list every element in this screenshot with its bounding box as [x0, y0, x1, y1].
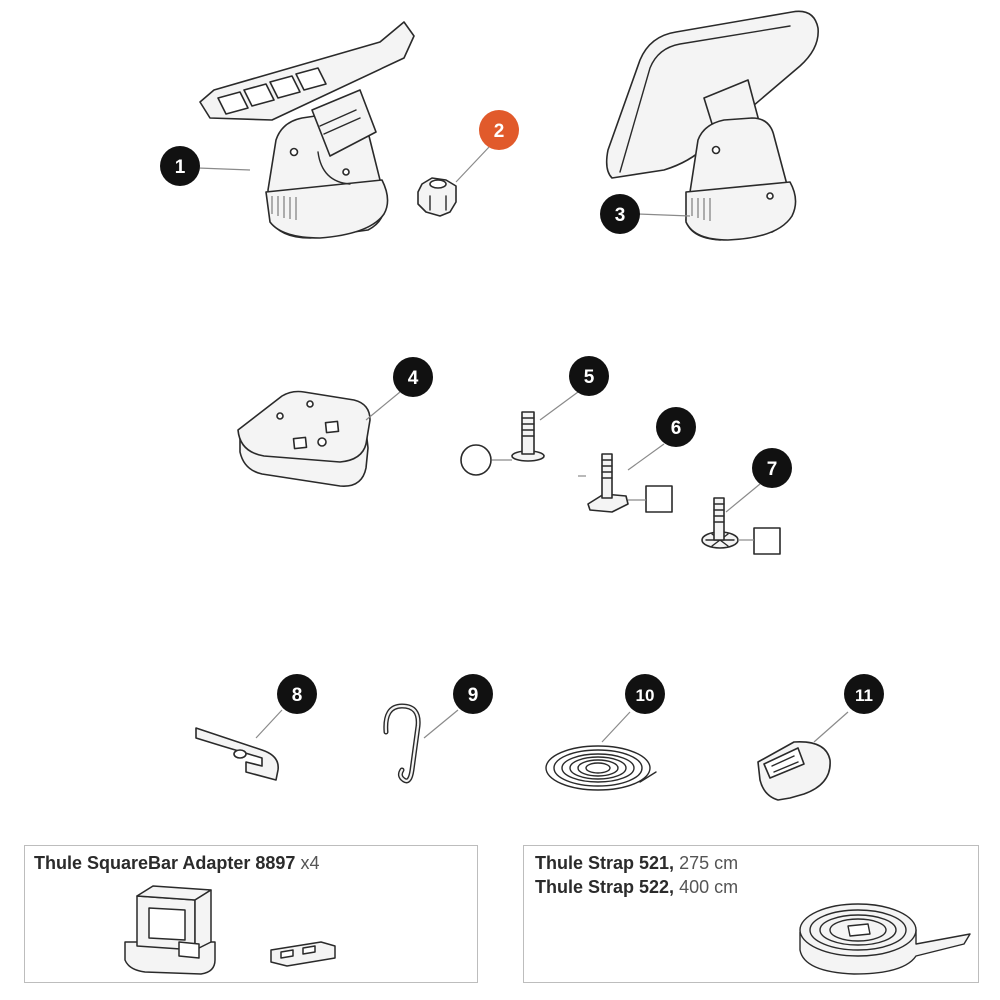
part-7-badge: 7 [752, 448, 792, 488]
part-9-number: 9 [468, 685, 479, 706]
part-6-number: 6 [671, 418, 682, 439]
part-8-number: 8 [292, 685, 303, 706]
part-5-badge-circle [569, 356, 609, 396]
strap-521-name: Thule Strap 521, [535, 853, 675, 873]
part-7-number: 7 [767, 459, 778, 480]
strap-roll-illustration [799, 903, 971, 975]
adapter-accessory-box: Thule SquareBar Adapter 8897 x4 [24, 845, 478, 983]
strap-521-length: 275 cm [679, 853, 739, 873]
part-10-badge-circle [625, 674, 665, 714]
part-3-pad-mount [605, 10, 819, 241]
part-6-t-bolt [587, 453, 673, 513]
strap-522-length: 400 cm [679, 877, 739, 897]
part-1-number: 1 [175, 157, 186, 178]
part-4-number: 4 [408, 368, 419, 389]
part-5-bolt [460, 411, 545, 476]
part-11-badge-circle [844, 674, 884, 714]
part-9-badge-circle [453, 674, 493, 714]
part-5-badge: 5 [569, 356, 609, 396]
adapter-quantity: x4 [300, 853, 320, 873]
part-4-base-plate [237, 390, 371, 487]
part-11-badge: 11 [844, 674, 884, 714]
part-10-number: 10 [636, 686, 655, 705]
adapter-title: Thule SquareBar Adapter 8897 x4 [34, 852, 319, 874]
part-6-badge-circle [656, 407, 696, 447]
part-11-buckle [757, 741, 831, 801]
part-8-badge: 8 [277, 674, 317, 714]
strap-accessory-box: Thule Strap 521, 275 cm Thule Strap 522,… [523, 845, 979, 983]
part-9-hook [383, 703, 421, 784]
part-3-number: 3 [615, 205, 626, 226]
part-6-badge: 6 [656, 407, 696, 447]
strap-521-line: Thule Strap 521, 275 cm [535, 852, 738, 874]
part-7-bolt [701, 497, 781, 555]
part-9-badge: 9 [453, 674, 493, 714]
part-8-fork-tool [195, 727, 279, 781]
part-3-badge: 3 [600, 194, 640, 234]
part-4-badge: 4 [393, 357, 433, 397]
part-1-badge-circle [160, 146, 200, 186]
part-2-badge: 2 [479, 110, 519, 150]
part-1-saddle [199, 21, 415, 239]
part-2-knob [417, 177, 457, 217]
strap-522-name: Thule Strap 522, [535, 877, 675, 897]
strap-522-line: Thule Strap 522, 400 cm [535, 876, 738, 898]
adapter-name: Thule SquareBar Adapter 8897 [34, 853, 296, 873]
part-2-number: 2 [494, 121, 505, 142]
part-8-badge-circle [277, 674, 317, 714]
part-5-number: 5 [584, 367, 595, 388]
part-10-badge: 10 [625, 674, 665, 714]
part-1-badge: 1 [160, 146, 200, 186]
part-10-coiled-strap [545, 745, 657, 791]
part-7-badge-circle [752, 448, 792, 488]
part-3-badge-circle [600, 194, 640, 234]
leader-lines [197, 145, 849, 743]
part-4-badge-circle [393, 357, 433, 397]
adapter-illustration [124, 885, 336, 975]
part-11-number: 11 [855, 686, 873, 705]
part-2-badge-circle [479, 110, 519, 150]
